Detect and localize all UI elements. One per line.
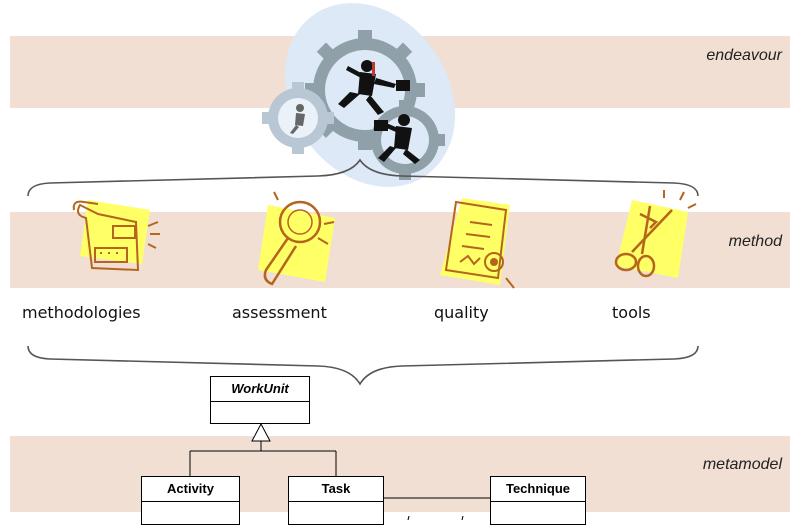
methodologies-icon bbox=[72, 200, 160, 272]
task-class-name: Task bbox=[289, 477, 383, 502]
workunit-class-name: WorkUnit bbox=[211, 377, 309, 402]
top-brace bbox=[27, 158, 699, 197]
endeavour-illustration bbox=[262, 3, 456, 187]
endeavour-label: endeavour bbox=[706, 47, 782, 64]
runner-figure-2-icon bbox=[374, 114, 420, 164]
tools-label: tools bbox=[612, 303, 651, 322]
tools-icon bbox=[614, 190, 697, 278]
quality-label: quality bbox=[434, 303, 489, 322]
task-class: Task bbox=[288, 476, 384, 525]
quality-icon bbox=[440, 198, 515, 289]
association-ticks bbox=[407, 515, 464, 521]
method-label: method bbox=[728, 233, 782, 250]
technique-class: Technique bbox=[490, 476, 586, 525]
assessment-label: assessment bbox=[232, 303, 327, 322]
methodologies-label: methodologies bbox=[22, 303, 141, 322]
small-grey-runner-icon bbox=[290, 104, 305, 134]
workunit-class: WorkUnit bbox=[210, 376, 310, 424]
activity-class: Activity bbox=[141, 476, 240, 525]
bottom-brace bbox=[27, 345, 699, 386]
metamodel-label: metamodel bbox=[702, 456, 782, 473]
technique-class-name: Technique bbox=[491, 477, 585, 502]
generalization-arrow bbox=[251, 422, 271, 442]
metamodel-band bbox=[10, 436, 790, 512]
assessment-icon bbox=[258, 191, 335, 286]
runner-figure-icon bbox=[338, 60, 410, 115]
uml-connectors bbox=[189, 441, 490, 499]
activity-class-name: Activity bbox=[142, 477, 239, 502]
